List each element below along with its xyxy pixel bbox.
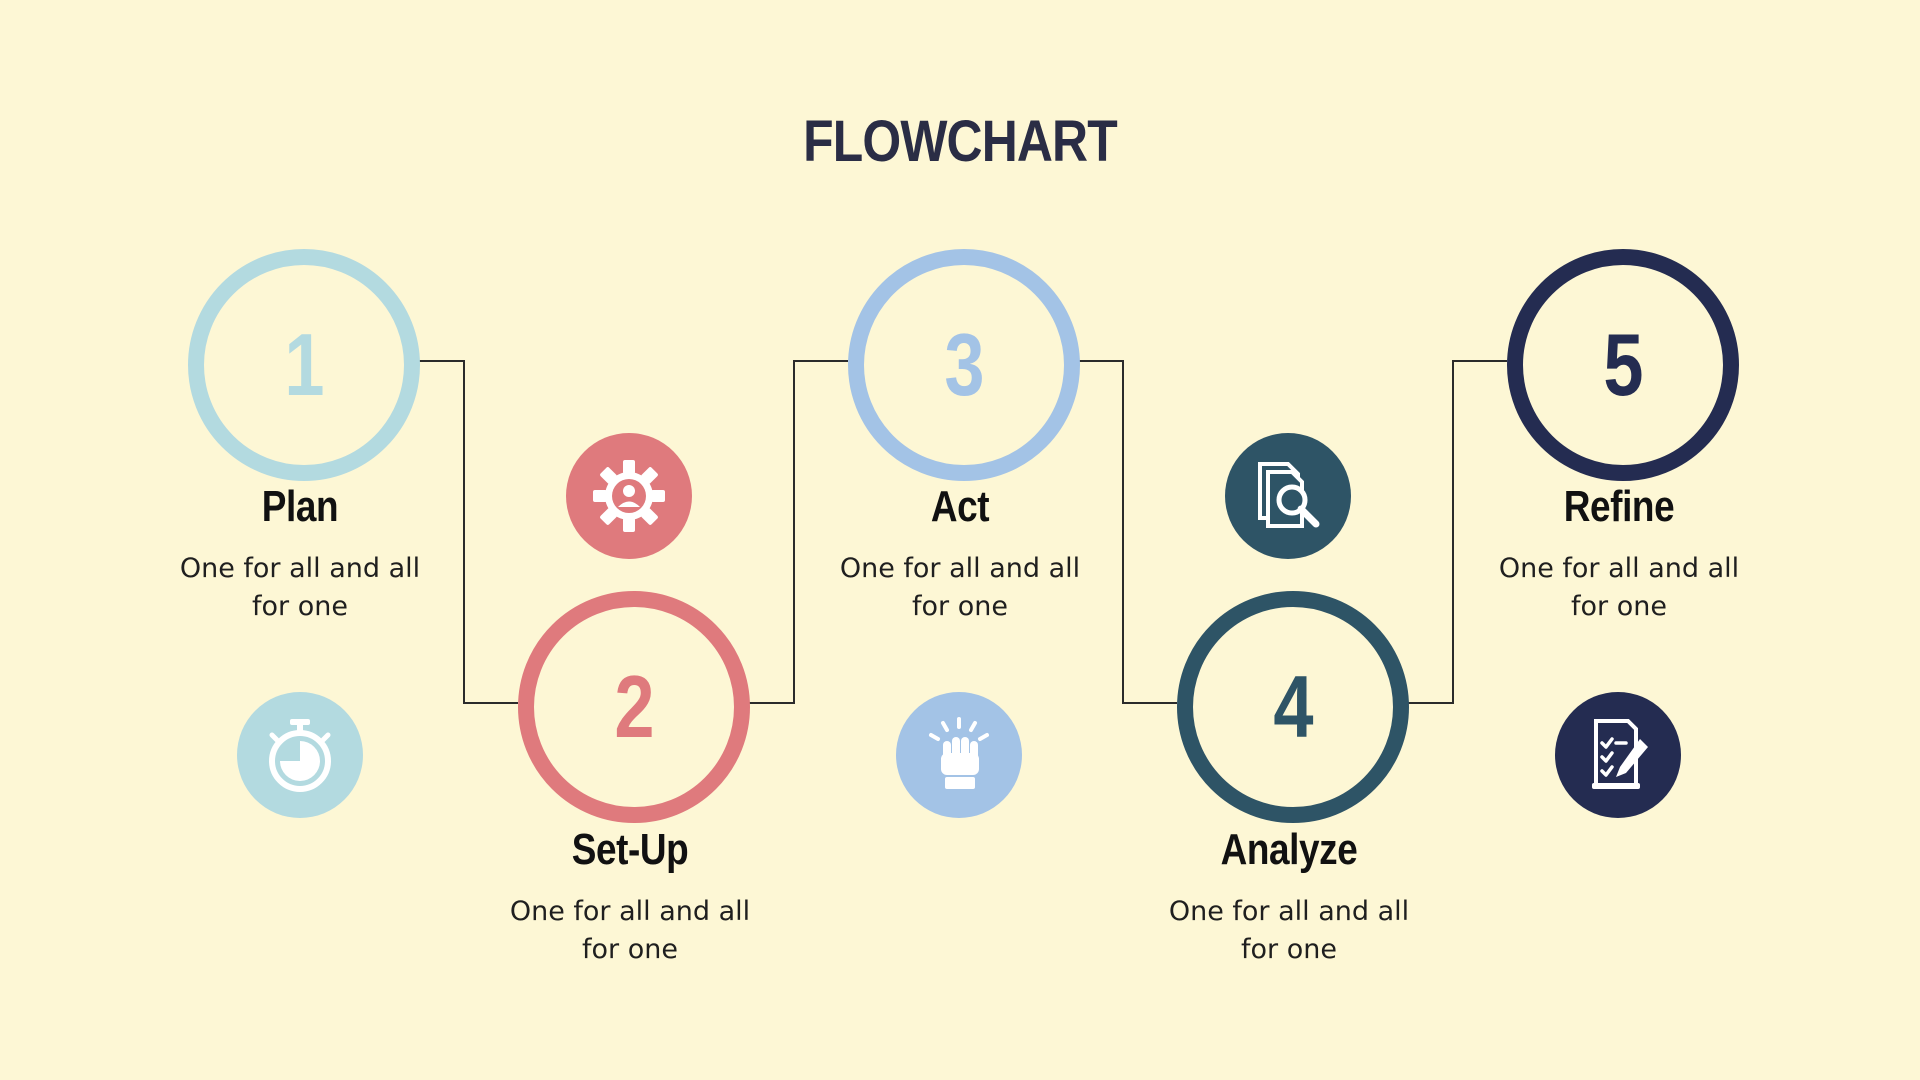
step-5-ring: 5 <box>1507 249 1739 481</box>
gear-person-icon <box>593 460 665 532</box>
connector-3-4 <box>1072 360 1177 704</box>
step-4-title: Analyze <box>1220 825 1358 874</box>
step-2-ring: 2 <box>518 591 750 823</box>
step-2-number: 2 <box>613 657 655 756</box>
step-1-title: Plan <box>261 482 339 531</box>
step-4-badge <box>1225 433 1351 559</box>
step-4-number: 4 <box>1272 657 1314 756</box>
step-3-description: One for all and all for one <box>839 553 1081 622</box>
step-2-description: One for all and all for one <box>509 896 751 965</box>
step-4-ring: 4 <box>1177 591 1409 823</box>
raised-fist-icon <box>929 717 989 789</box>
step-5-number: 5 <box>1602 315 1644 414</box>
step-5-badge <box>1555 692 1681 818</box>
step-1-badge <box>237 692 363 818</box>
connector-4-5 <box>1401 360 1507 704</box>
connector-1-2 <box>412 360 518 704</box>
step-5-description: One for all and all for one <box>1498 553 1740 622</box>
slide-title: FLOWCHART <box>803 109 1117 174</box>
stopwatch-icon <box>269 719 331 792</box>
step-4-description: One for all and all for one <box>1168 896 1410 965</box>
step-2-title: Set-Up <box>571 825 689 874</box>
document-search-icon <box>1258 462 1320 528</box>
step-3-title: Act <box>930 482 990 531</box>
step-3-number: 3 <box>943 315 985 414</box>
step-1-number: 1 <box>283 315 325 414</box>
step-2-badge <box>566 433 692 559</box>
connector-2-3 <box>742 360 848 704</box>
step-1-description: One for all and all for one <box>179 553 421 622</box>
step-5-title: Refine <box>1563 482 1675 531</box>
step-1-ring: 1 <box>188 249 420 481</box>
checklist-pen-icon <box>1592 719 1648 789</box>
step-3-ring: 3 <box>848 249 1080 481</box>
step-3-badge <box>896 692 1022 818</box>
